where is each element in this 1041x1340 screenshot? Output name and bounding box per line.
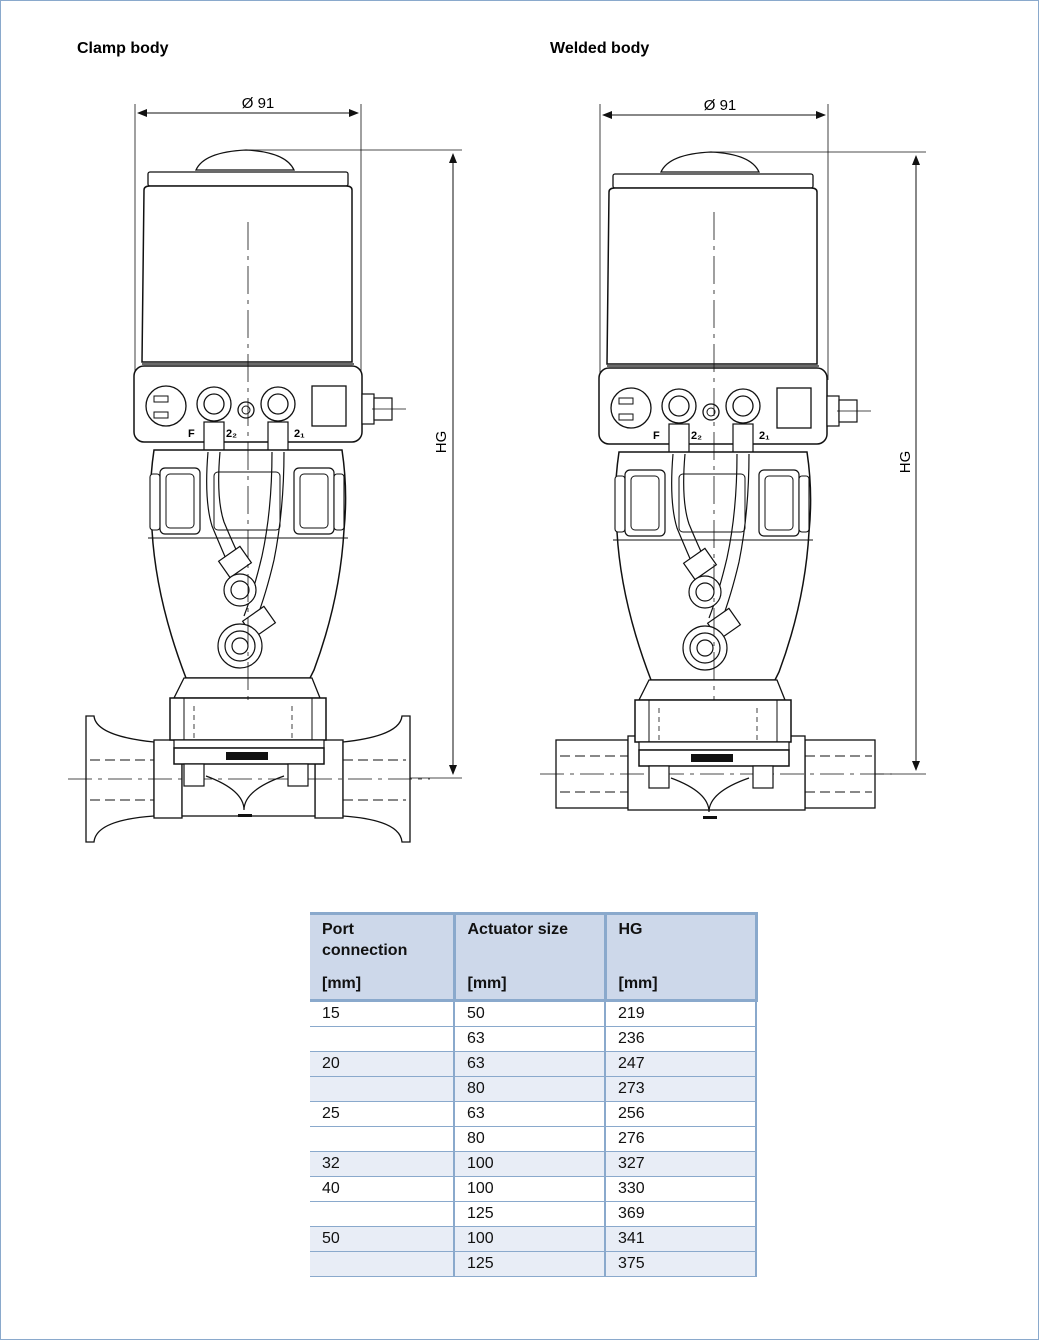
dimensions-table: Port connection Actuator size HG [mm] [m…: [310, 912, 758, 1277]
unit-hg: [mm]: [603, 971, 758, 1002]
cell-hg: 247: [604, 1051, 757, 1077]
cell-actuator: 80: [453, 1126, 605, 1152]
welded-body-drawing: Ø 91 HG F 2₂ 2₁: [540, 97, 926, 820]
cell-actuator: 63: [453, 1051, 605, 1077]
cell-hg: 330: [604, 1176, 757, 1202]
cell-hg: 273: [604, 1076, 757, 1102]
cell-port: 20: [310, 1051, 454, 1077]
cell-actuator: 100: [453, 1226, 605, 1252]
welded-diameter-label: Ø 91: [704, 97, 737, 114]
cell-actuator: 125: [453, 1201, 605, 1227]
welded-body-heading: Welded body: [550, 40, 650, 57]
cell-actuator: 100: [453, 1151, 605, 1177]
welded-port-f: F: [653, 430, 660, 442]
cell-actuator: 63: [453, 1026, 605, 1052]
header-actuator-size: Actuator size: [452, 912, 605, 971]
cell-hg: 236: [604, 1026, 757, 1052]
welded-port-22: 2₂: [691, 430, 702, 442]
header-port-connection: Port connection: [310, 912, 454, 971]
cell-hg: 341: [604, 1226, 757, 1252]
cell-port: [310, 1026, 454, 1052]
cell-port: [310, 1201, 454, 1227]
cell-actuator: 63: [453, 1101, 605, 1127]
clamp-diameter-label: Ø 91: [242, 95, 275, 112]
cell-port: 15: [310, 1000, 454, 1027]
cell-actuator: 50: [453, 1000, 605, 1027]
welded-height-label: HG: [897, 451, 914, 474]
cell-port: [310, 1076, 454, 1102]
cell-hg: 256: [604, 1101, 757, 1127]
valve-drawings: Ø 91 HG F 2₂ 2₁ Ø 91 HG: [68, 95, 926, 843]
cell-port: 40: [310, 1176, 454, 1202]
unit-actuator-size: [mm]: [452, 971, 605, 1002]
clamp-port-22: 2₂: [226, 428, 237, 440]
header-hg: HG: [603, 912, 758, 971]
cell-hg: 276: [604, 1126, 757, 1152]
cell-port: 50: [310, 1226, 454, 1252]
cell-hg: 369: [604, 1201, 757, 1227]
clamp-port-f: F: [188, 428, 195, 440]
clamp-height-label: HG: [433, 431, 450, 454]
cell-hg: 375: [604, 1251, 757, 1277]
welded-port-21: 2₁: [759, 430, 770, 442]
cell-port: [310, 1251, 454, 1277]
table-header-row: Port connection Actuator size HG: [310, 912, 758, 971]
cell-port: 32: [310, 1151, 454, 1177]
clamp-body-heading: Clamp body: [77, 40, 169, 57]
clamp-body-drawing: Ø 91 HG F 2₂ 2₁: [68, 95, 462, 843]
cell-port: 25: [310, 1101, 454, 1127]
cell-hg: 327: [604, 1151, 757, 1177]
unit-port-connection: [mm]: [310, 971, 454, 1002]
cell-actuator: 80: [453, 1076, 605, 1102]
cell-actuator: 125: [453, 1251, 605, 1277]
cell-actuator: 100: [453, 1176, 605, 1202]
cell-hg: 219: [604, 1000, 757, 1027]
cell-port: [310, 1126, 454, 1152]
clamp-port-21: 2₁: [294, 428, 305, 440]
table-unit-row: [mm] [mm] [mm]: [310, 971, 758, 1002]
